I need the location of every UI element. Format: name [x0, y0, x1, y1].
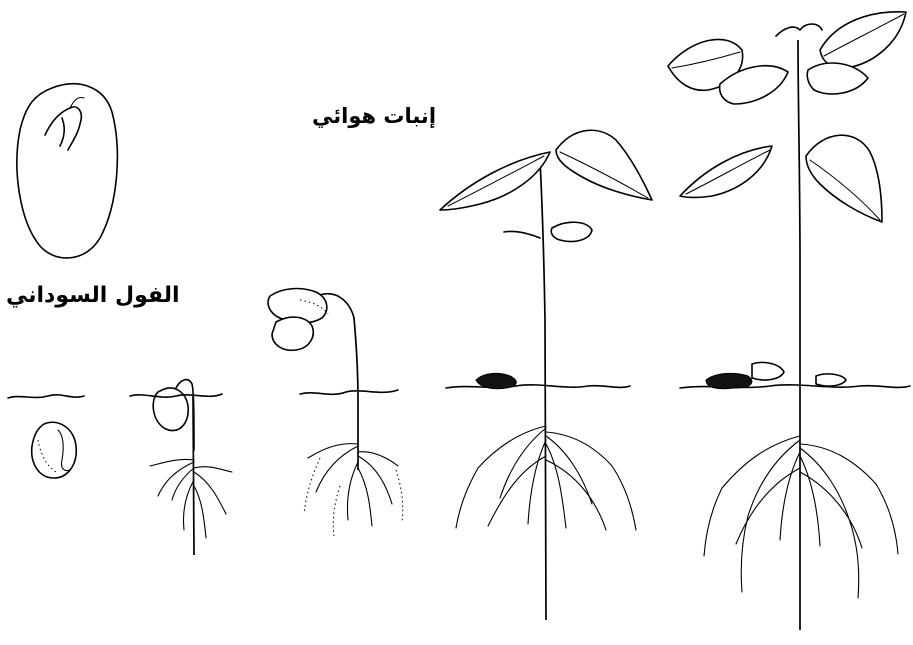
seed-enlarged: [17, 84, 117, 258]
seed-sprouting: [8, 395, 84, 478]
germination-title: إنبات هوائي: [312, 104, 436, 128]
seedling-hook: [130, 380, 232, 555]
mature-plant: [668, 12, 910, 630]
young-plant: [440, 130, 652, 620]
seedling-arch: [268, 289, 403, 536]
plant-name-label: الفول السوداني: [6, 283, 180, 308]
